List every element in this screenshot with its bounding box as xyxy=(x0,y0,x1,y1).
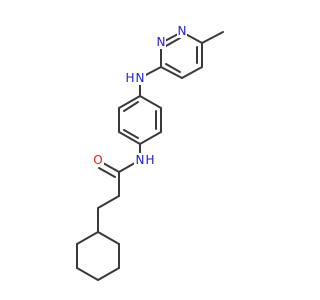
bond xyxy=(181,66,203,79)
carbonyl-bond xyxy=(98,167,116,178)
nitrogen-label: N xyxy=(136,71,145,85)
hydrogen-label: H xyxy=(145,153,154,167)
nitrogen-label: N xyxy=(178,24,187,38)
bond xyxy=(118,95,141,109)
nitrogen-label: N xyxy=(136,153,145,167)
chemical-structure-diagram: N N H N N H O xyxy=(76,24,224,281)
bond xyxy=(97,231,120,245)
bond xyxy=(165,37,181,47)
atom-n-pyridazine-2: N xyxy=(177,24,187,38)
bond xyxy=(123,101,139,112)
methyl-bond xyxy=(201,31,224,44)
atom-n-pyridazine-1: N xyxy=(156,35,166,49)
pyridazine-ring xyxy=(160,31,203,79)
bond xyxy=(118,131,141,145)
phenyl-ring xyxy=(118,95,162,145)
atom-nh-amide: N H xyxy=(134,153,156,167)
bond xyxy=(160,66,183,79)
cyclohexane-ring xyxy=(76,231,120,281)
oxygen-label: O xyxy=(93,153,102,167)
bond xyxy=(97,267,120,281)
bond xyxy=(165,63,181,73)
bond xyxy=(76,267,99,281)
bond xyxy=(139,131,162,145)
bond xyxy=(139,95,162,109)
hydrogen-label: H xyxy=(125,71,134,85)
atom-o-carbonyl: O xyxy=(93,153,104,167)
nitrogen-label: N xyxy=(157,35,166,49)
bond xyxy=(97,195,120,209)
carbonyl-bond xyxy=(102,162,120,173)
bond xyxy=(76,231,99,245)
atom-nh-amine: H N xyxy=(124,71,146,85)
bond xyxy=(123,129,139,139)
